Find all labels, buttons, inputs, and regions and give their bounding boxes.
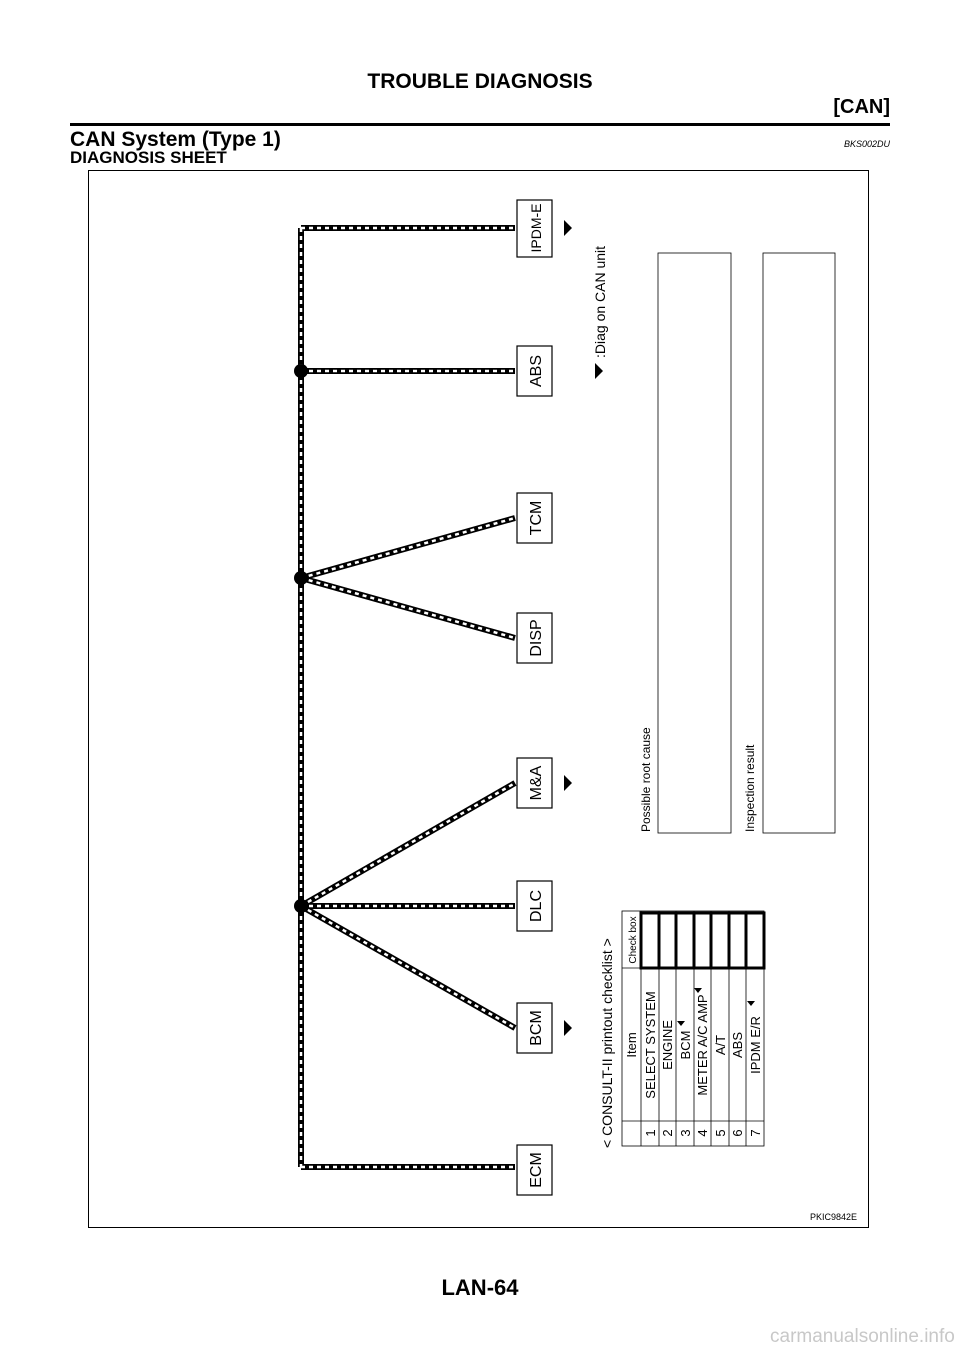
checklist-row-label: IPDM E/R xyxy=(748,1016,763,1074)
checklist-row-number: 5 xyxy=(713,1129,728,1136)
page-title: TROUBLE DIAGNOSIS xyxy=(367,70,593,93)
footer-watermark: carmanualsonline.info xyxy=(770,1326,955,1347)
checklist-row-label: ABS xyxy=(730,1032,745,1058)
section-title: CAN System (Type 1) xyxy=(70,128,281,151)
root-cause-box xyxy=(657,252,732,834)
checklist-table xyxy=(621,910,766,1147)
unit-ecm xyxy=(516,1144,553,1196)
unit-abs xyxy=(516,345,553,397)
junction-dot xyxy=(294,364,308,378)
checklist-row-label: ENGINE xyxy=(660,1020,675,1070)
unit-dlc xyxy=(516,880,553,932)
junction-dot xyxy=(294,571,308,585)
inspection-label: Inspection result xyxy=(743,744,757,832)
legend-text: :Diag on CAN unit xyxy=(592,246,608,358)
checklist-title: < CONSULT-II printout checklist > xyxy=(599,938,615,1148)
can-wires xyxy=(298,225,517,1170)
figure-code: PKIC9842E xyxy=(810,1212,857,1222)
checklist-row-number: 4 xyxy=(695,1129,710,1136)
unit-label-ma: M&A xyxy=(528,765,545,800)
unit-tcm xyxy=(516,492,553,544)
checklist-row-label: A/T xyxy=(713,1035,728,1055)
unit-label-tcm: TCM xyxy=(528,501,545,536)
section-code: BKS002DU xyxy=(843,139,890,149)
section-tag: [CAN] xyxy=(833,96,890,118)
checklist-row-number: 3 xyxy=(678,1129,693,1136)
diag-marker-icon xyxy=(564,775,572,791)
unit-label-abs: ABS xyxy=(528,355,545,387)
unit-ma xyxy=(516,757,553,809)
diag-marker-icon xyxy=(747,1001,755,1006)
inspection-box xyxy=(762,252,836,834)
checklist-row-number: 6 xyxy=(730,1129,745,1136)
diag-marker-icon xyxy=(564,1020,572,1036)
unit-label-disp: DISP xyxy=(528,619,545,656)
page-number: LAN-64 xyxy=(441,1275,519,1300)
checklist-row-number: 7 xyxy=(748,1129,763,1136)
junction-dot xyxy=(294,899,308,913)
checklist-item-header: Item xyxy=(624,1032,639,1057)
unit-disp xyxy=(516,612,553,664)
diag-marker-icon xyxy=(677,1021,685,1026)
checklist-row-number: 1 xyxy=(643,1129,658,1136)
unit-label-ecm: ECM xyxy=(528,1152,545,1188)
diag-marker-icon xyxy=(564,220,572,236)
unit-ipdm-e xyxy=(516,199,553,258)
checklist-check-header: Check box xyxy=(628,916,639,963)
diagnosis-sheet-frame xyxy=(88,170,869,1228)
unit-label-bcm: BCM xyxy=(528,1010,545,1046)
sub-title: DIAGNOSIS SHEET xyxy=(70,148,227,167)
checklist-row-label: SELECT SYSTEM xyxy=(643,991,658,1098)
header-rule xyxy=(70,123,890,126)
legend-marker-icon xyxy=(595,363,603,379)
checklist-row-label: METER A/C AMP xyxy=(695,994,710,1095)
checklist-row-number: 2 xyxy=(660,1129,675,1136)
diag-marker-icon xyxy=(694,988,702,993)
unit-label-dlc: DLC xyxy=(528,890,545,922)
checklist-row-label: BCM xyxy=(678,1031,693,1060)
unit-label-ipdm-e: IPDM-E xyxy=(528,204,544,253)
unit-bcm xyxy=(516,1002,553,1054)
root-cause-label: Possible root cause xyxy=(639,727,653,832)
